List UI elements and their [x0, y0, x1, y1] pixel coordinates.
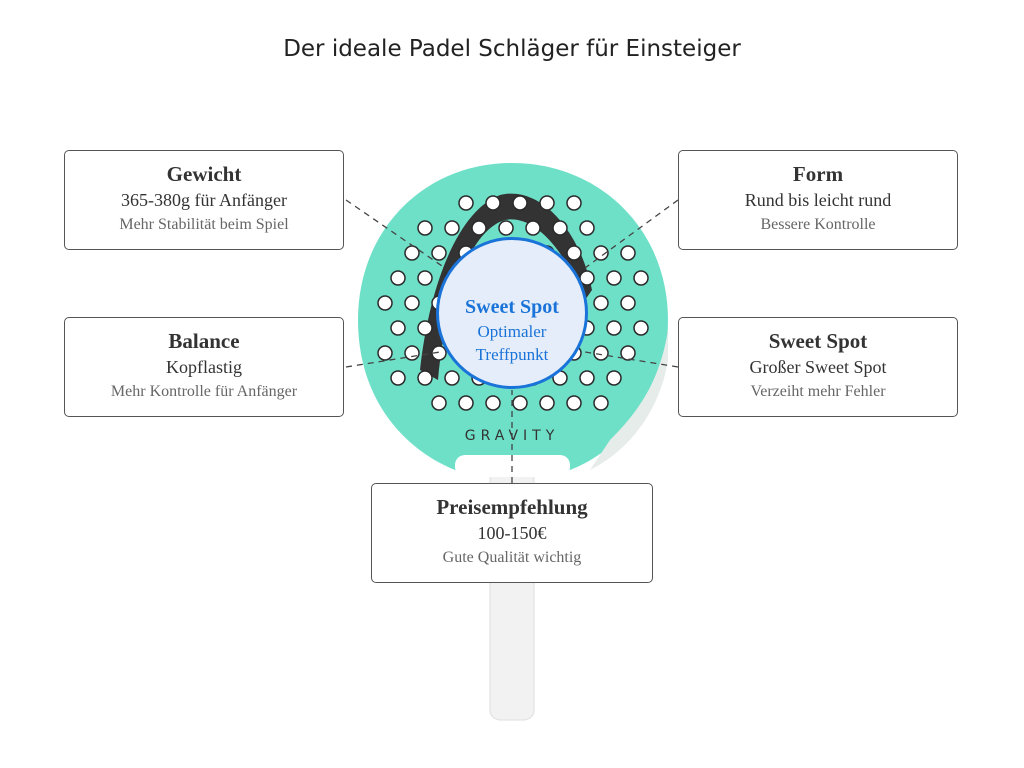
racket-hole: [552, 220, 568, 236]
box-note: Mehr Stabilität beim Spiel: [119, 216, 289, 233]
racket-hole: [444, 220, 460, 236]
box-heading: Form: [792, 162, 844, 186]
box-value: Rund bis leicht rund: [744, 190, 892, 210]
racket-hole: [485, 195, 501, 211]
connector-balance: [345, 351, 441, 368]
racket-hole: [431, 345, 447, 361]
racket-edge-guard: [590, 330, 668, 470]
page-title: Der ideale Padel Schläger für Einsteiger: [283, 36, 741, 62]
racket-hole: [593, 295, 609, 311]
racket-hole: [539, 395, 555, 411]
box-note: Mehr Kontrolle für Anfänger: [110, 383, 298, 400]
racket-hole: [417, 370, 433, 386]
racket-hole: [525, 220, 541, 236]
box-value: Großer Sweet Spot: [749, 357, 887, 377]
box-note: Bessere Kontrolle: [760, 216, 876, 233]
racket-hole: [606, 370, 622, 386]
racket-hole: [485, 395, 501, 411]
racket-hole: [431, 245, 447, 261]
racket-hole: [404, 245, 420, 261]
racket-hole: [417, 320, 433, 336]
racket-hole: [390, 320, 406, 336]
connector-form: [584, 199, 679, 269]
racket-hole: [606, 320, 622, 336]
racket-hole: [390, 370, 406, 386]
connector-sweet-spot: [584, 351, 679, 368]
racket-brand: GRAVITY: [465, 428, 560, 444]
info-box-gewicht: Gewicht 365-380g für Anfänger Mehr Stabi…: [64, 150, 344, 250]
racket-hole: [417, 270, 433, 286]
racket-hole: [471, 220, 487, 236]
racket-hole: [620, 295, 636, 311]
racket-hole: [431, 395, 447, 411]
racket-hole: [404, 345, 420, 361]
racket-hole: [377, 345, 393, 361]
racket-hole: [390, 270, 406, 286]
box-value: 365-380g für Anfänger: [121, 190, 287, 210]
racket-hole: [606, 270, 622, 286]
box-value: 100-150€: [477, 523, 547, 543]
racket-hole: [579, 270, 595, 286]
racket-hole: [444, 370, 460, 386]
racket-hole: [566, 395, 582, 411]
racket-hole: [579, 370, 595, 386]
racket-hole: [404, 295, 420, 311]
racket-hole: [458, 195, 474, 211]
racket-hole: [512, 195, 528, 211]
sweet-spot-circle: Sweet Spot Optimaler Treffpunkt: [436, 237, 588, 389]
racket-hole: [566, 245, 582, 261]
box-value: Kopflastig: [166, 357, 242, 377]
box-heading: Sweet Spot: [768, 329, 868, 353]
box-note: Verzeiht mehr Fehler: [750, 383, 886, 400]
racket-hole: [498, 220, 514, 236]
sweet-spot-line2: Treffpunkt: [475, 345, 549, 364]
racket-hole: [539, 195, 555, 211]
info-box-preis: Preisempfehlung 100-150€ Gute Qualität w…: [371, 483, 653, 583]
info-box-sweet-spot: Sweet Spot Großer Sweet Spot Verzeiht me…: [678, 317, 958, 417]
connector-gewicht: [345, 199, 446, 269]
info-box-balance: Balance Kopflastig Mehr Kontrolle für An…: [64, 317, 344, 417]
box-heading: Preisempfehlung: [436, 495, 588, 519]
box-note: Gute Qualität wichtig: [442, 549, 582, 566]
connector-lines: [345, 199, 679, 483]
racket-hole: [512, 395, 528, 411]
sweet-spot-heading: Sweet Spot: [465, 296, 559, 318]
racket-hole: [593, 245, 609, 261]
racket-hole: [579, 220, 595, 236]
racket-hole: [458, 395, 474, 411]
racket-hole: [593, 345, 609, 361]
racket-hole: [633, 320, 649, 336]
box-heading: Gewicht: [166, 162, 242, 186]
racket-hole: [593, 395, 609, 411]
box-heading: Balance: [168, 329, 240, 353]
racket-hole: [417, 220, 433, 236]
sweet-spot-line1: Optimaler: [477, 322, 547, 341]
racket-hole: [633, 270, 649, 286]
racket-hole: [620, 245, 636, 261]
racket-hole: [566, 195, 582, 211]
racket-logo-shape: [420, 193, 592, 380]
info-box-form: Form Rund bis leicht rund Bessere Kontro…: [678, 150, 958, 250]
racket-hole: [377, 295, 393, 311]
racket-hole: [620, 345, 636, 361]
